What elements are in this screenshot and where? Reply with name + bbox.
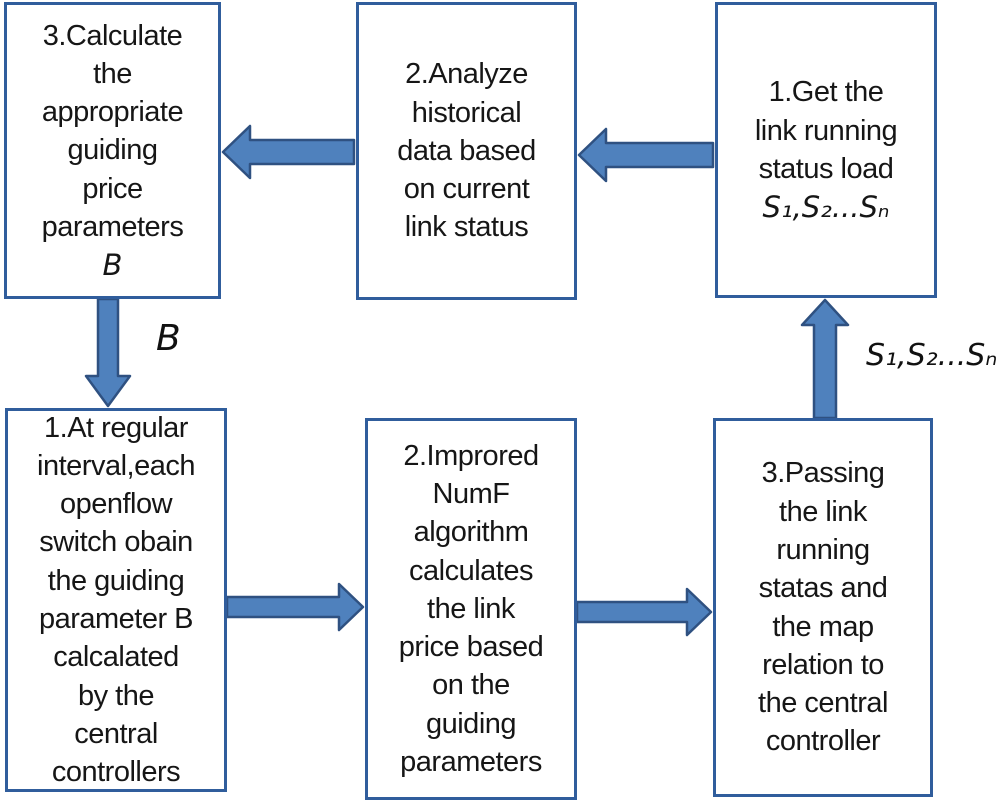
- edge-label-s-series: S₁,S₂...Sₙ: [866, 338, 996, 373]
- flow-step-text: 1.Get the link running status load: [754, 76, 898, 185]
- arrow-left-step1-to-step2-icon: [577, 126, 715, 184]
- flow-step-text: 3.Passing the link running statas and th…: [758, 457, 888, 758]
- flow-step-switch-obtain-parameter: 1.At regular interval,each openflow swit…: [5, 408, 227, 792]
- flow-step-calculate-guiding-parameters: 3.Calculate the appropriate guiding pric…: [4, 2, 221, 299]
- flow-step-text: 2.Improred NumF algorithm calculates the…: [398, 439, 544, 778]
- flow-step-text: 2.Analyze historical data based on curre…: [397, 58, 536, 244]
- flow-step-passing-link-status: 3.Passing the link running statas and th…: [713, 418, 933, 797]
- flow-step-numf-algorithm: 2.Improred NumF algorithm calculates the…: [365, 418, 577, 800]
- arrow-left-step2-to-step3-icon: [221, 123, 356, 181]
- formula-b: B: [102, 248, 123, 283]
- edge-label-b: B: [156, 318, 181, 359]
- flow-step-get-link-running-status: 1.Get the link running status load S₁,S₂…: [715, 2, 937, 298]
- arrow-up-status-load-icon: [800, 298, 850, 418]
- arrow-down-parameters-b-icon: [84, 299, 132, 408]
- flow-step-text: 3.Calculate the appropriate guiding pric…: [41, 19, 184, 243]
- flow-step-analyze-historical-data: 2.Analyze historical data based on curre…: [356, 2, 577, 300]
- arrow-right-step2-to-step3-icon: [577, 587, 713, 637]
- formula-s-series: S₁,S₂...Sₙ: [762, 190, 890, 225]
- arrow-right-step1-to-step2-icon: [227, 582, 365, 632]
- flow-step-text: 1.At regular interval,each openflow swit…: [37, 411, 195, 789]
